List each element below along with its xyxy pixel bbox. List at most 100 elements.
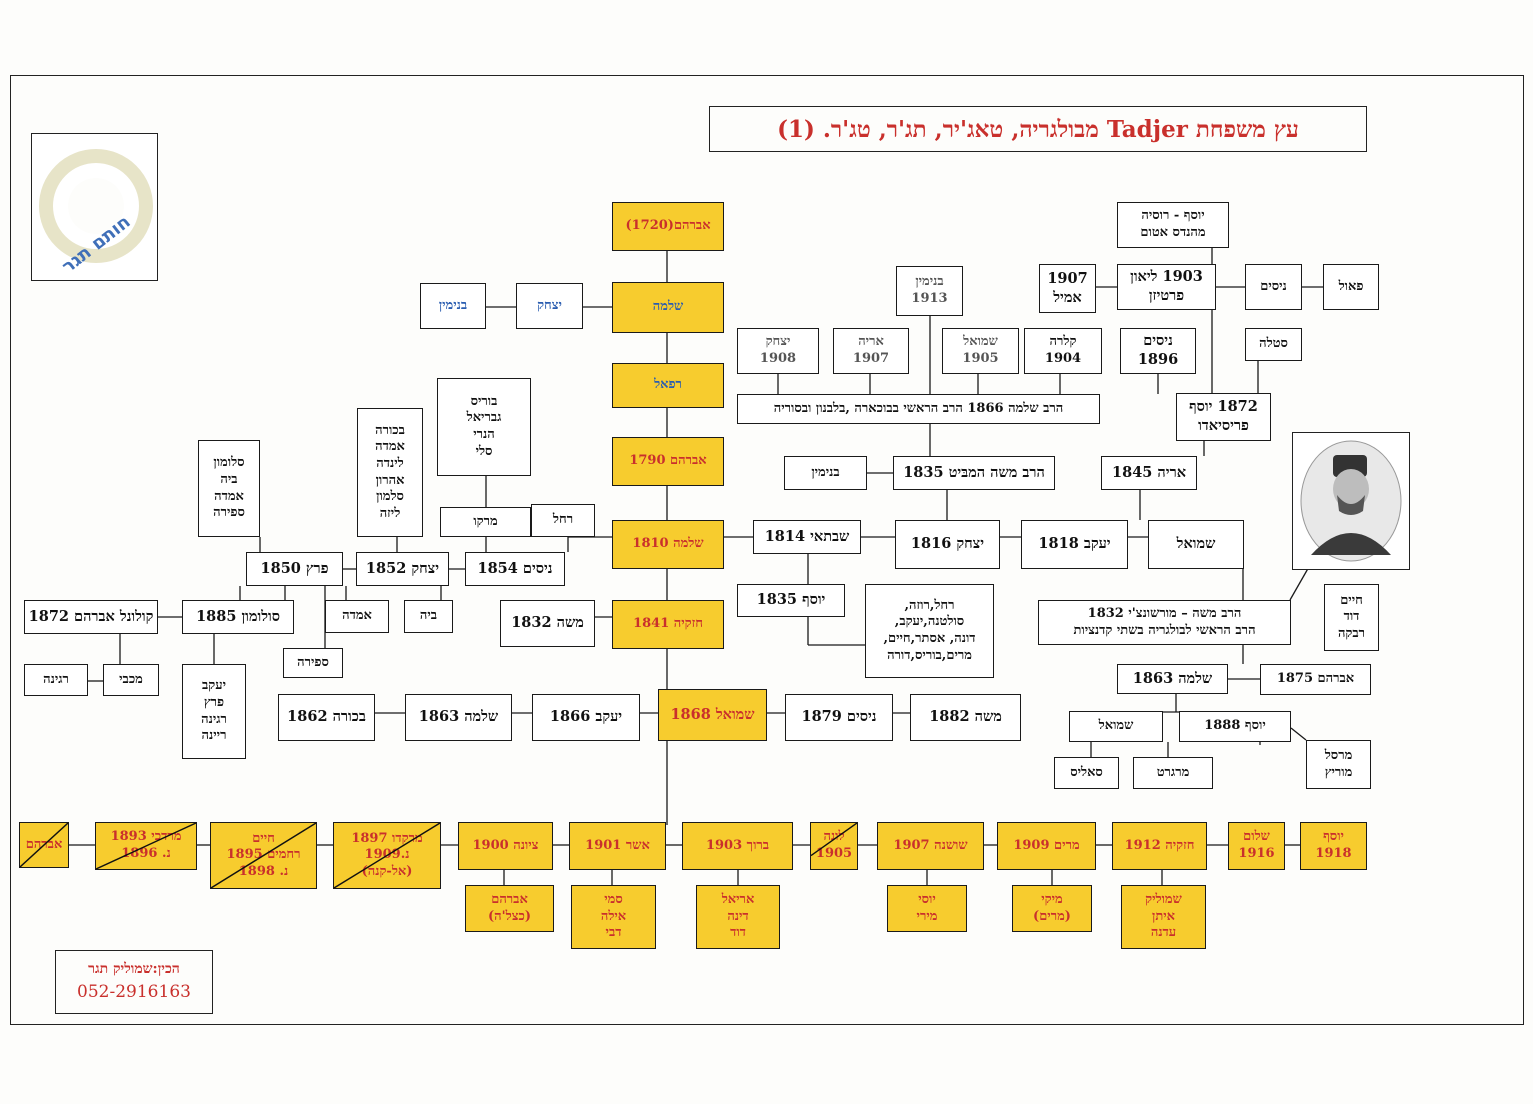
node-yitzhak: יצחק xyxy=(516,283,583,329)
node-line: מרגרט xyxy=(1156,764,1190,780)
node-line: ניסים xyxy=(1143,332,1173,350)
node-line: בנימין xyxy=(438,297,468,313)
node-line: רפאל xyxy=(654,377,682,393)
node-line: שלמה 1863 xyxy=(418,708,499,726)
node-line: פרטיזן xyxy=(1148,287,1185,304)
node-moshe-1832: משה 1832 xyxy=(500,600,595,647)
node-line: ספירה xyxy=(297,654,329,670)
node-line: אשר 1901 xyxy=(585,837,650,853)
node-line: משה 1832 xyxy=(511,614,584,632)
node-line: רחל,רוזה, xyxy=(904,597,955,613)
node-yosef-1888: יוסף 1888 xyxy=(1179,711,1291,742)
node-line: פרץ 1850 xyxy=(260,559,329,577)
node-line: ניסים xyxy=(1260,278,1287,294)
node-line: נ. 1896 xyxy=(121,846,171,861)
node-line: יצחק 1852 xyxy=(365,559,440,577)
credit-label: הכין:שמוליק תגר xyxy=(88,961,180,977)
node-line: (אל-קנה) xyxy=(361,863,413,879)
node-line: ליזה xyxy=(379,505,401,521)
node-line: דבי xyxy=(605,925,622,941)
node-moshe-1882: משה 1882 xyxy=(910,694,1021,741)
node-line: בנימין xyxy=(915,274,944,290)
node-line: רבקה xyxy=(1337,625,1366,641)
node-rav-moshe-1835: הרב משה המבּיט 1835 xyxy=(893,456,1055,490)
node-line: 1905 xyxy=(815,846,853,861)
node-yitzhak-1816: יצחק 1816 xyxy=(895,520,1000,569)
node-line: שלמה 1863 xyxy=(1132,669,1213,687)
page-title: עץ משפחת Tadjer מבולגריה, טאג'יר, תג'ר, … xyxy=(709,106,1367,152)
node-line: פריסיאדו xyxy=(1198,417,1249,434)
node-line: מהנדס אטום xyxy=(1140,225,1206,240)
node-avraham-1790: אברהם 1790 xyxy=(612,437,724,486)
node-rav-shlomo-1866: הרב שלמה 1866 הרב הראשי בבוכארה ,בלבנון … xyxy=(737,394,1100,424)
node-line: יוסף xyxy=(1323,829,1344,845)
node-line: שבתאי 1814 xyxy=(764,527,850,545)
node-line: יוסי xyxy=(918,891,936,907)
child-tziona: ציונה 1900 xyxy=(458,822,553,870)
node-shlomo-1863-right: שלמה 1863 xyxy=(1117,664,1228,694)
node-line: נ.1909 xyxy=(364,847,410,863)
credit-box: הכין:שמוליק תגר 052-2916163 xyxy=(55,950,213,1014)
node-line: רחמים 1895 xyxy=(226,847,301,863)
node-line: 1908 xyxy=(759,351,797,366)
node-line: נ. 1898 xyxy=(238,863,289,879)
node-yitzhak-1852: יצחק 1852 xyxy=(356,552,449,586)
node-line: הנרי xyxy=(473,427,495,442)
node-salis: סאליס xyxy=(1054,757,1119,789)
node-line: יוסף 1888 xyxy=(1204,718,1266,734)
node-shlomo: שלמה xyxy=(612,282,724,333)
node-nisim-1879: ניסים 1879 xyxy=(785,694,893,741)
node-line: 1903 ליאון xyxy=(1130,268,1203,286)
node-yaakov-1866: יעקב 1866 xyxy=(532,694,640,741)
node-stella: סטלה xyxy=(1245,328,1302,361)
node-line: קלרה xyxy=(1049,334,1077,350)
node-line: סטלה xyxy=(1259,336,1288,352)
node-line: ביה xyxy=(220,471,238,487)
child-baruch: ברוך 1903 xyxy=(682,822,793,870)
node-line: אברהם 1790 xyxy=(629,453,707,469)
node-line: 1907 xyxy=(1047,269,1088,287)
node-line: דונה, אסתר,חיים, xyxy=(883,631,976,646)
portrait-photo xyxy=(1292,432,1410,570)
node-line: שלמה 1810 xyxy=(632,536,704,552)
node-line: מוריץ xyxy=(1324,764,1353,780)
node-binyamin-right: בנימין xyxy=(784,456,867,490)
node-shmuel-bottom: שמואל xyxy=(1069,711,1163,742)
node-line: אמיל xyxy=(1053,288,1082,306)
child-hizkia: חזקיה 1912 xyxy=(1112,822,1207,870)
stamp-image: חותם תגר xyxy=(31,133,158,281)
node-nisim-1854: ניסים 1854 xyxy=(465,552,565,586)
node-line: שמואל xyxy=(1176,535,1216,553)
node-line: 1918 xyxy=(1315,846,1352,861)
node-line: אריה 1845 xyxy=(1112,463,1186,481)
node-line: שלום xyxy=(1243,829,1270,845)
node-line: יצחק 1816 xyxy=(910,535,985,553)
node-line: רגינה xyxy=(201,711,227,727)
node-line: ספירה xyxy=(213,505,245,521)
node-line: פאול xyxy=(1338,278,1364,294)
node-line: (כצל'ה) xyxy=(488,908,532,924)
node-line: דינה xyxy=(727,908,749,924)
node-line: סלי xyxy=(475,443,493,459)
node-line: רגינה xyxy=(43,671,69,687)
node-line: סמי xyxy=(604,892,623,908)
node-avraham-1875: אברהם 1875 xyxy=(1260,664,1371,695)
node-line: מרסל xyxy=(1324,747,1353,763)
node-line: שמואל xyxy=(963,334,998,350)
node-line: חיים xyxy=(252,830,275,846)
grandchild-avraham: אברהם(כצל'ה) xyxy=(465,885,554,932)
node-nisim-right: ניסים xyxy=(1245,264,1302,310)
